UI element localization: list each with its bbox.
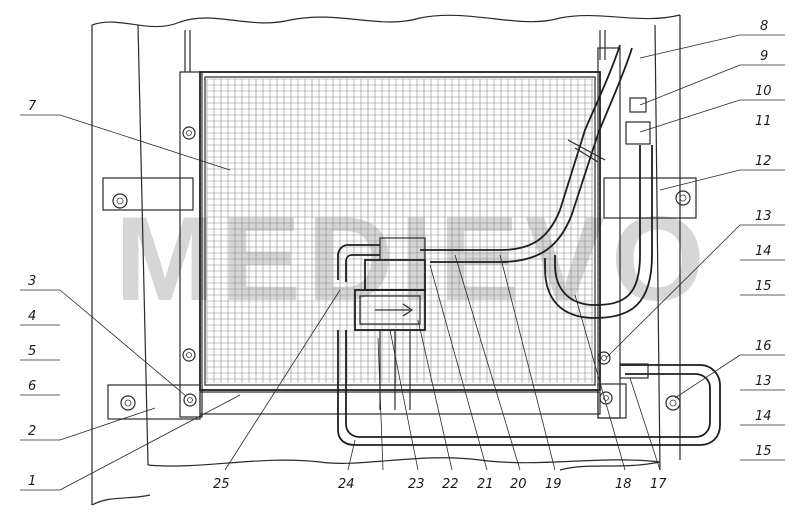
condenser-core — [199, 71, 601, 391]
callout-13b: 13 — [755, 374, 772, 389]
callout-labels: 7 3 4 5 6 2 1 8 9 10 11 12 13 14 15 16 1… — [28, 19, 772, 492]
callout-14: 14 — [755, 244, 772, 259]
callout-17: 17 — [650, 477, 667, 492]
callout-11: 11 — [755, 114, 772, 129]
condenser-mesh — [206, 78, 593, 383]
receiver-drier — [354, 237, 426, 410]
callout-1: 1 — [28, 474, 36, 489]
callout-15: 15 — [755, 279, 772, 294]
callout-2: 2 — [28, 424, 36, 439]
callout-15b: 15 — [755, 444, 772, 459]
callout-8: 8 — [760, 19, 768, 34]
callout-9: 9 — [760, 49, 768, 64]
callout-20: 20 — [510, 477, 527, 492]
callout-24: 24 — [338, 477, 355, 492]
callout-7: 7 — [28, 99, 37, 114]
bottom-strip — [199, 391, 601, 415]
callout-25: 25 — [213, 477, 230, 492]
callout-10: 10 — [755, 84, 772, 99]
callout-23: 23 — [408, 477, 425, 492]
leader-lines — [20, 34, 785, 491]
left-side-bracket — [102, 71, 203, 420]
callout-5: 5 — [28, 344, 36, 359]
callout-3: 3 — [28, 274, 36, 289]
callout-19: 19 — [545, 477, 562, 492]
callout-13: 13 — [755, 209, 772, 224]
callout-12: 12 — [755, 154, 772, 169]
refrigerant-pipes — [337, 44, 721, 446]
callout-21: 21 — [477, 477, 494, 492]
callout-16: 16 — [755, 339, 772, 354]
callout-14b: 14 — [755, 409, 772, 424]
callout-22: 22 — [442, 477, 459, 492]
callout-4: 4 — [28, 309, 36, 324]
callout-6: 6 — [28, 379, 36, 394]
callout-18: 18 — [615, 477, 632, 492]
